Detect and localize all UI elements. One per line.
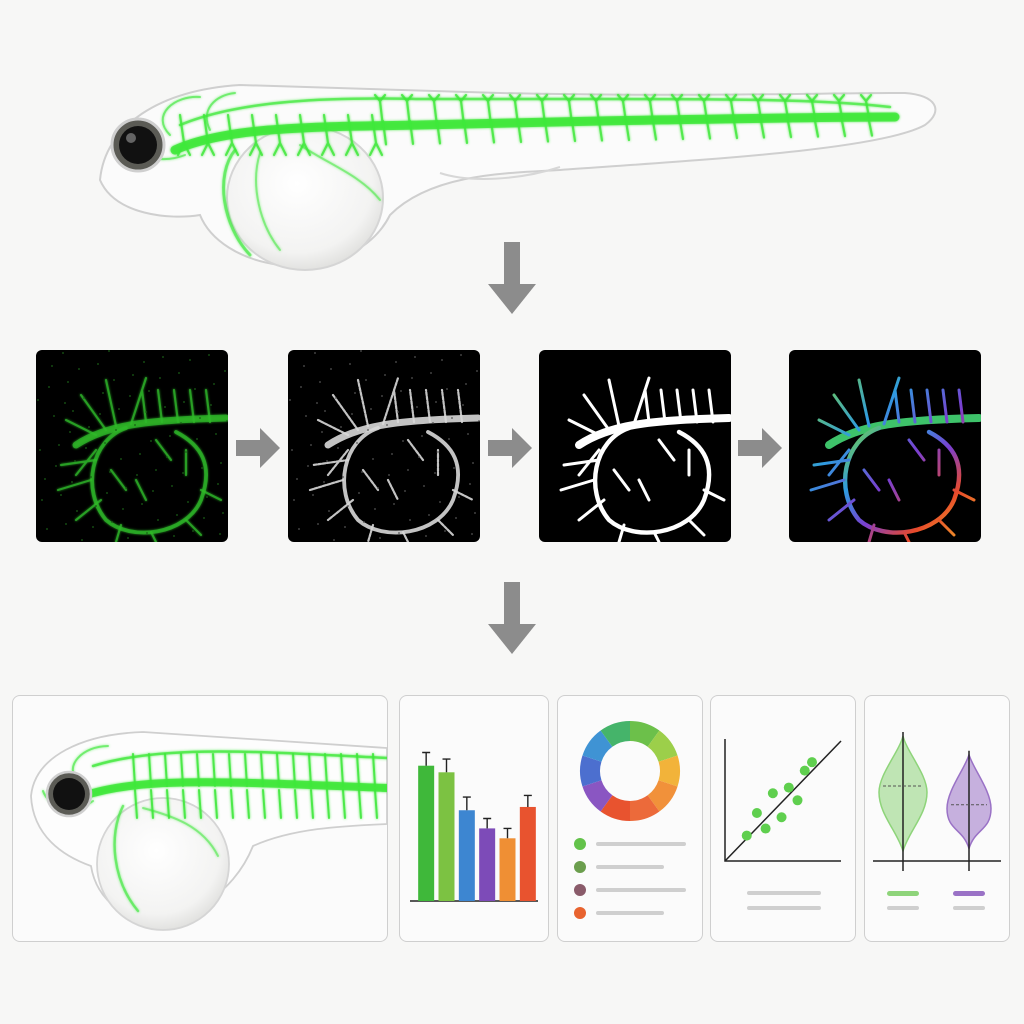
legend-placeholder-line-3 [596,888,686,892]
bar-3 [458,810,475,901]
legend-placeholder-line-1 [887,906,919,910]
scatter-point-9 [807,757,817,768]
donut-slice-8 [580,755,602,787]
arrow-right-icon [488,428,532,468]
bar-5 [499,838,516,901]
legend-placeholder-line-4 [596,911,664,915]
scatter-point-3 [760,823,771,834]
legend-swatch-1 [887,891,919,896]
scatter-point-7 [792,795,803,806]
error-bar-6 [523,794,532,807]
legend-marker-4 [574,907,586,919]
donut-slice-7 [582,780,613,812]
panel-grayscale [288,350,480,542]
vessel-arc [90,426,208,535]
arrow-right-icon [236,428,280,468]
vessel-branches [559,376,726,542]
donut-slice-2 [647,730,678,762]
donut-slice-1 [630,721,660,747]
vessel-trunk [575,414,731,449]
scatter-point-2 [751,808,762,818]
legend-swatch-2 [953,891,985,896]
caption-placeholder-line-2 [747,906,821,910]
zebrafish-larva-illustration [98,83,937,271]
trend-line [724,740,842,862]
panel-fluorescence [36,350,228,542]
vessel-branches [809,376,976,542]
legend-marker-3 [574,884,586,896]
scatter-point-4 [767,788,778,799]
arrow-down-icon [488,242,536,314]
scatter-point-8 [799,765,810,776]
error-bar-5 [503,827,512,839]
legend-marker-1 [574,838,586,850]
vessel-arc [593,425,712,535]
violin-plot [873,732,1001,910]
donut-slice-5 [630,795,660,821]
arrow-right-icon [738,428,782,468]
card-scatter-plot [710,695,856,942]
bar-1 [418,765,435,901]
scatter-point-6 [783,782,794,793]
donut-chart [574,721,686,919]
donut-slice-3 [658,755,680,787]
error-bar-2 [442,758,451,773]
panel-binary-segmentation [539,350,731,542]
error-bar-4 [483,817,492,829]
bar-2 [438,772,455,901]
caption-placeholder-line-1 [747,891,821,895]
scatter-plot [724,739,842,910]
vessel-arc [843,425,962,535]
card-violin-plot [864,695,1010,942]
scatter-point-5 [776,812,787,823]
card-bar-chart [399,695,549,942]
bar-4 [479,828,496,901]
panel-color-coded-skeleton [789,350,981,542]
donut-slice-4 [647,780,678,812]
bar-chart [410,751,538,902]
error-bar-1 [422,751,431,766]
card-larva-overlay [12,695,388,942]
legend-placeholder-line-2 [953,906,985,910]
donut-slice-9 [582,730,613,762]
donut-slice-10 [600,721,630,747]
vessel-trunk [825,414,981,449]
vessel-arc [342,426,460,535]
error-bar-3 [462,796,471,811]
legend-marker-2 [574,861,586,873]
card-donut-chart [557,695,703,942]
legend-placeholder-line-2 [596,865,664,869]
bar-6 [519,806,536,901]
vessel-branches [308,376,475,542]
scatter-point-1 [741,830,752,841]
arrow-down-icon [488,582,536,654]
dorsal-aorta [170,112,900,155]
donut-slice-6 [600,795,630,821]
legend-placeholder-line-1 [596,842,686,846]
vessel-branches [56,376,223,542]
